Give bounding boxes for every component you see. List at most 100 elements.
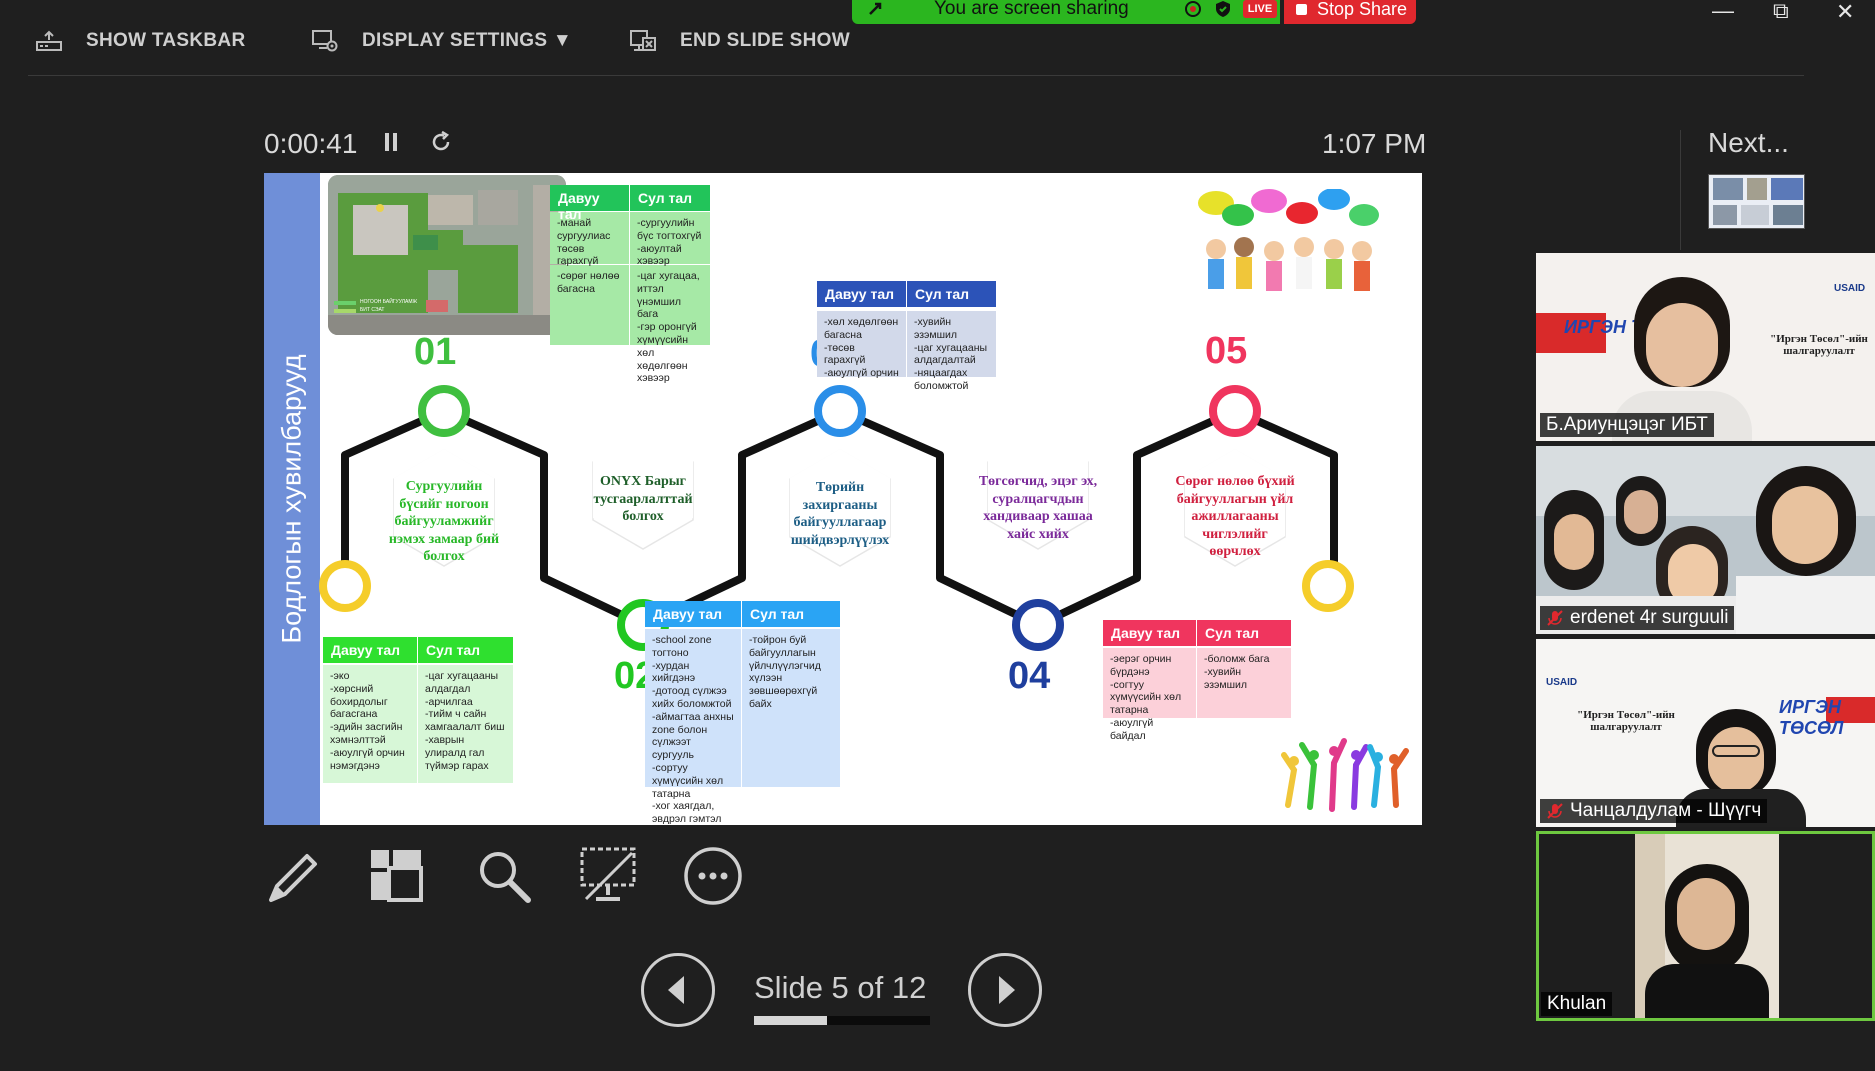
chevron-right-icon [999, 976, 1015, 1004]
table-2-con-cell-1: -сургуулийн бүс тогтохгүй -аюултай хэвээ… [637, 217, 702, 268]
slide-progress-bar [754, 1016, 930, 1025]
table-3-con-header: Сул тал [750, 606, 805, 622]
participant-3-glasses [1712, 745, 1760, 757]
pros-cons-table-3: Давуу тал Сул тал -school zone тогтоно -… [645, 601, 840, 825]
zoom-button[interactable] [473, 845, 535, 907]
pros-cons-table-4: Давуу тал Сул тал -хөл хөдөлгөөн багасна… [817, 281, 996, 392]
step-text-2: ONYX Барыг тусгаарлалттай болгох [593, 474, 693, 524]
layout-icon [371, 850, 423, 902]
sharing-status: You are screen sharing LIVE [852, 0, 1280, 24]
end-slide-show-label: END SLIDE SHOW [680, 30, 850, 51]
participant-1-figure [1612, 273, 1752, 441]
step-number-1: 01 [414, 331, 457, 373]
usaid-logo-3: USAID [1546, 677, 1578, 688]
step-number-5: 05 [1205, 330, 1248, 372]
slide-progress-fill [754, 1016, 828, 1025]
participant-name-tag-3: Чанцалдулам - Шүүгч [1540, 799, 1768, 823]
next-slide-thumbnail[interactable] [1708, 174, 1805, 229]
participant-name-tag-1: Б.Ариунцэцэг ИБТ [1540, 413, 1714, 437]
participant-2d-face [1772, 486, 1838, 564]
mongolia-flag-graphic-3 [1826, 697, 1875, 723]
table-2-pro-header: Давуу тал [550, 185, 630, 222]
participant-name-4: Khulan [1547, 993, 1607, 1014]
participant-2a-face [1554, 514, 1594, 570]
table-3-pro-cell: -school zone тогтоно -хурдан хийгдэнэ -д… [645, 629, 742, 825]
see-all-slides-button[interactable] [366, 845, 428, 907]
project-banner-text-3: ИРГЭН ТӨСӨЛ [1779, 697, 1844, 738]
participant-name-1: Б.Ариунцэцэг ИБТ [1546, 414, 1708, 435]
pros-cons-table-1: Давуу тал Сул тал -эко -хөрсний бохирдол… [323, 637, 513, 783]
display-settings-label: DISPLAY SETTINGS ▼ [362, 30, 573, 51]
toolbar-divider [28, 75, 1804, 76]
dancers-illustration [1281, 738, 1409, 812]
participant-video-4[interactable]: Khulan [1536, 831, 1875, 1021]
show-taskbar-button[interactable]: SHOW TASKBAR [34, 26, 245, 56]
pause-timer-button[interactable] [382, 130, 400, 159]
stop-icon [1296, 3, 1307, 15]
table-1-pro-cell: -эко -хөрсний бохирдолыг багасгана -эдий… [323, 665, 418, 783]
black-screen-button[interactable] [578, 845, 640, 907]
participant-2d-shirt [1736, 576, 1875, 634]
next-slide-button[interactable] [968, 953, 1042, 1027]
table-4-con-header: Сул тал [915, 286, 970, 302]
participant-video-2[interactable]: erdenet 4r surguuli [1536, 446, 1875, 634]
mongolia-flag-graphic [1536, 313, 1606, 353]
participant-video-1[interactable]: ИРГЭН ТӨСӨЛ "Иргэн Төсөл"-ийн шалгаруула… [1536, 253, 1875, 441]
elapsed-timer: 0:00:41 [264, 128, 358, 159]
table-1-con-header: Сул тал [426, 642, 481, 658]
map-legend-1: НОГООН БАЙГУУЛАМЖ [360, 299, 418, 305]
table-4-pro-header: Давуу тал [817, 281, 907, 307]
end-slide-show-button[interactable]: END SLIDE SHOW [628, 26, 850, 56]
stop-share-label: Stop Share [1317, 0, 1408, 19]
stop-share-button[interactable]: Stop Share [1284, 0, 1416, 24]
more-icon [684, 847, 742, 905]
step-number-4: 04 [1008, 655, 1051, 697]
taskbar-icon [34, 26, 64, 56]
pen-icon [269, 854, 317, 902]
project-banner-subtitle-1: "Иргэн Төсөл"-ийн шалгаруулалт [1770, 333, 1868, 357]
minimize-button[interactable]: — [1712, 0, 1734, 23]
pros-cons-table-2: Давуу тал Сул тал -манай сургуулиас төсө… [550, 185, 710, 385]
participant-name-tag-4: Khulan [1541, 992, 1613, 1016]
participant-2b-face [1624, 490, 1658, 534]
muted-mic-icon [1547, 610, 1563, 626]
table-3-pro-header: Давуу тал [645, 601, 742, 627]
muted-mic-icon [1547, 803, 1563, 819]
table-2-con-cell-2: -цаг хугацаа, иттэл үнэмшил бага -гэр ор… [637, 270, 700, 385]
steps-path [319, 385, 1354, 651]
restart-timer-button[interactable] [429, 130, 453, 159]
sharing-status-text: You are screen sharing [934, 0, 1129, 19]
table-5-pro-cell: -эерэг орчин бүрдэнэ -согтуу хүмүүсийн х… [1103, 648, 1197, 742]
record-icon[interactable] [1184, 1, 1201, 17]
pause-icon [385, 133, 397, 151]
map-legend-2: БИТ СЭАТ [360, 307, 385, 313]
table-1-pro-header: Давуу тал [323, 637, 418, 663]
table-2-con-header: Сул тал [638, 190, 693, 206]
participant-4-video-area [1635, 834, 1779, 1018]
close-button[interactable]: ✕ [1836, 0, 1855, 24]
display-settings-button[interactable]: DISPLAY SETTINGS ▼ [310, 26, 572, 56]
pros-cons-table-5: Давуу тал Сул тал -эерэг орчин бүрдэнэ -… [1103, 620, 1291, 742]
screen-sharing-bar: You are screen sharing LIVE Stop Share [852, 0, 1416, 24]
previous-slide-button[interactable] [641, 953, 715, 1027]
drag-handle-icon[interactable] [866, 0, 884, 18]
pen-tool-button[interactable] [262, 845, 324, 907]
table-5-con-header: Сул тал [1205, 625, 1260, 641]
participant-video-3[interactable]: USAID "Иргэн Төсөл"-ийн шалгаруулалт ИРГ… [1536, 639, 1875, 827]
live-badge[interactable]: LIVE [1242, 0, 1278, 18]
step-text-3: Төрийн захиргааны байгууллагаар шийдвэрл… [790, 480, 890, 548]
more-options-button[interactable] [682, 845, 744, 907]
restore-button[interactable]: ⧉ [1773, 0, 1789, 23]
table-4-con-cell: -хувийн эзэмшил -цаг хугацааны алдагдалт… [914, 316, 988, 392]
table-2-pro-cell-1: -манай сургуулиас төсөв гарахгүй [550, 212, 630, 267]
current-time: 1:07 PM [1322, 128, 1427, 159]
show-taskbar-label: SHOW TASKBAR [86, 30, 246, 51]
children-illustration [1198, 189, 1379, 291]
participant-name-tag-2: erdenet 4r surguuli [1540, 606, 1735, 630]
next-divider [1680, 130, 1681, 250]
school-map-image: НОГООН БАЙГУУЛАМЖ БИТ СЭАТ [328, 175, 566, 335]
slide-side-bar: Бодлогын хувилбарууд [264, 173, 320, 825]
chevron-left-icon [668, 976, 684, 1004]
next-slide-label: Next... [1708, 127, 1789, 158]
table-1-con-cell: -цаг хугацааны алдагдал -арчилгаа -тийм … [425, 670, 505, 772]
